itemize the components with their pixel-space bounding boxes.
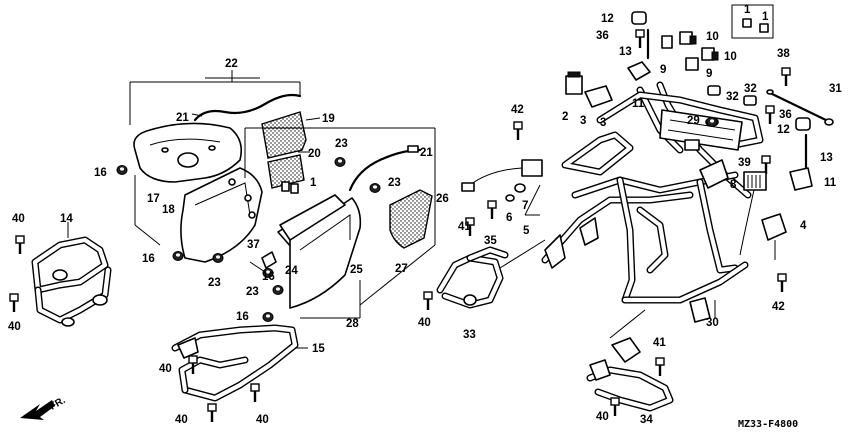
label-1: 1: [744, 4, 751, 16]
label-41: 41: [458, 221, 471, 233]
label-40: 40: [12, 213, 25, 225]
label-10: 10: [724, 51, 737, 63]
label-12: 12: [777, 124, 790, 136]
side-cover-group: [116, 70, 436, 322]
label-35: 35: [484, 235, 497, 247]
label-16: 16: [262, 271, 275, 283]
front-direction-arrow: [20, 400, 55, 420]
label-17: 17: [147, 193, 160, 205]
label-4: 4: [800, 220, 807, 232]
front-direction-label: FR.: [48, 395, 68, 413]
label-36: 36: [779, 109, 792, 121]
label-40: 40: [159, 363, 172, 375]
label-41: 41: [653, 337, 666, 349]
label-40: 40: [8, 321, 21, 333]
label-16: 16: [94, 167, 107, 179]
part-number-labels: 22 21 19 16 17 20 23 21 1 18 16 23 37 16…: [8, 4, 842, 426]
label-23: 23: [335, 138, 348, 150]
label-2: 2: [562, 111, 568, 123]
label-6: 6: [506, 212, 512, 224]
label-7: 7: [522, 200, 528, 212]
label-11: 11: [824, 177, 837, 189]
label-3: 3: [580, 115, 586, 127]
label-40: 40: [418, 317, 431, 329]
label-23: 23: [208, 277, 221, 289]
label-29: 29: [687, 115, 700, 127]
label-13: 13: [820, 152, 833, 164]
label-8: 8: [730, 179, 737, 191]
label-32: 32: [744, 83, 757, 95]
label-23: 23: [246, 286, 259, 298]
label-34: 34: [640, 414, 653, 426]
label-33: 33: [463, 329, 476, 341]
label-42: 42: [511, 104, 524, 116]
label-31: 31: [829, 83, 842, 95]
engine-guard-15: [171, 324, 308, 424]
engine-guard-33: [422, 216, 546, 312]
label-32: 32: [726, 91, 739, 103]
main-frame-30: [541, 81, 764, 323]
label-24: 24: [285, 265, 298, 277]
label-9: 9: [706, 68, 712, 80]
label-1: 1: [310, 177, 317, 189]
label-38: 38: [777, 48, 790, 60]
label-30: 30: [706, 317, 719, 329]
label-15: 15: [312, 343, 325, 355]
electrical-parts: [461, 4, 834, 294]
label-25: 25: [350, 264, 363, 276]
label-36: 36: [596, 30, 609, 42]
label-16: 16: [142, 253, 155, 265]
label-21: 21: [420, 147, 433, 159]
engine-guard-34: [586, 309, 674, 418]
engine-guard-14: [8, 222, 112, 327]
label-12: 12: [601, 13, 614, 25]
label-27: 27: [395, 263, 408, 275]
label-18: 18: [162, 204, 175, 216]
label-42: 42: [772, 301, 785, 313]
label-16: 16: [236, 311, 249, 323]
label-37: 37: [247, 239, 260, 251]
label-3: 3: [600, 117, 606, 129]
label-23: 23: [388, 177, 401, 189]
label-40: 40: [256, 414, 269, 426]
label-11: 11: [632, 98, 645, 110]
label-39: 39: [738, 157, 751, 169]
label-9: 9: [660, 64, 666, 76]
label-19: 19: [322, 113, 335, 125]
label-26: 26: [436, 193, 449, 205]
label-28: 28: [346, 318, 359, 330]
label-21: 21: [176, 112, 189, 124]
label-1: 1: [762, 11, 769, 23]
label-14: 14: [60, 213, 73, 225]
label-40: 40: [175, 414, 188, 426]
label-22: 22: [225, 58, 238, 70]
label-13: 13: [619, 46, 632, 58]
label-5: 5: [523, 225, 530, 237]
label-10: 10: [706, 31, 719, 43]
label-20: 20: [308, 148, 321, 160]
diagram-code: MZ33-F4800: [738, 419, 798, 430]
label-40: 40: [596, 411, 609, 423]
